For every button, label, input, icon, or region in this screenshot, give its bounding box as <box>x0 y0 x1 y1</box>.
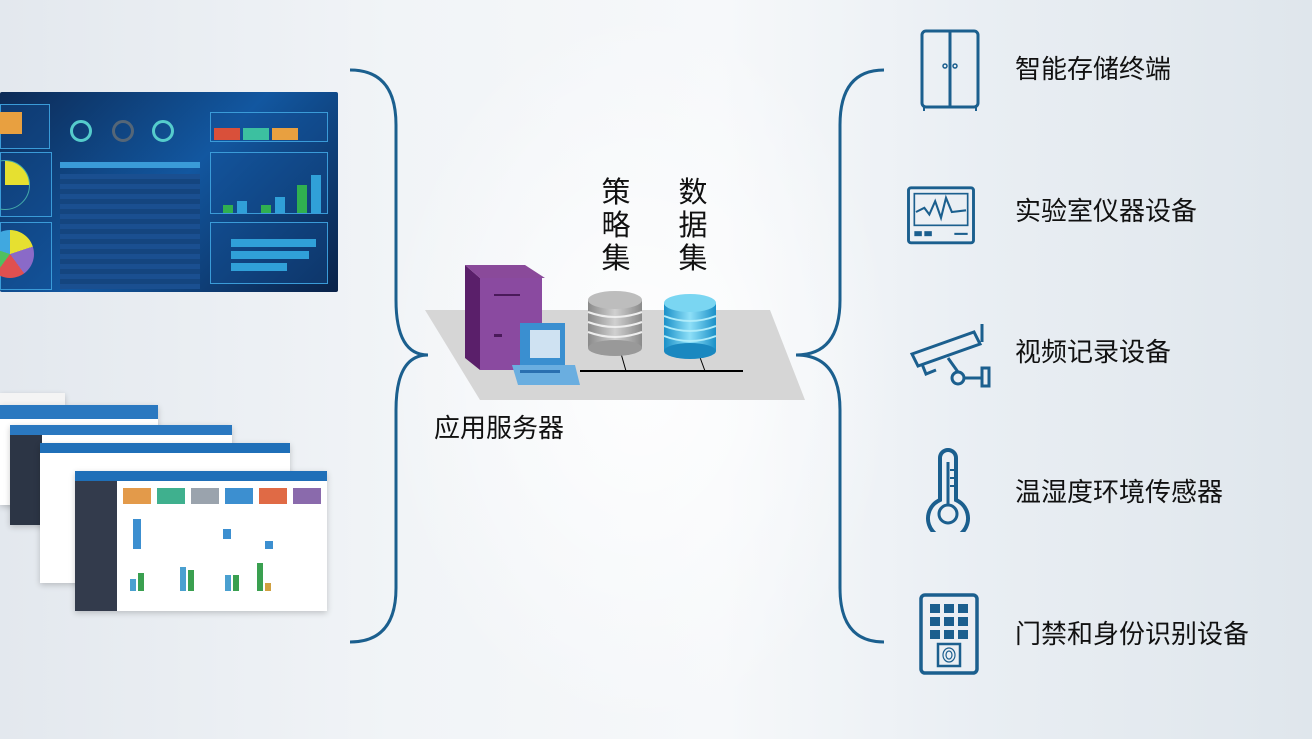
cabinet-icon <box>920 29 980 111</box>
right-brace <box>795 68 885 644</box>
policy-database-icon <box>587 291 643 356</box>
monitor-waveform-icon <box>907 186 975 245</box>
device-label-access-control: 门禁和身份识别设备 <box>1015 620 1250 650</box>
left-brace <box>349 68 429 644</box>
device-label-video: 视频记录设备 <box>1015 338 1172 368</box>
dashboard-screenshot <box>0 92 338 292</box>
device-label-storage: 智能存储终端 <box>1015 55 1172 85</box>
software-screenshots <box>0 393 330 643</box>
data-set-label: 数据集 <box>678 175 708 275</box>
thermometer-icon <box>926 448 970 532</box>
server-label: 应用服务器 <box>434 414 565 444</box>
device-label-sensor: 温湿度环境传感器 <box>1015 478 1224 508</box>
policy-set-label: 策略集 <box>601 175 631 275</box>
device-label-lab-instrument: 实验室仪器设备 <box>1015 197 1198 227</box>
cctv-camera-icon <box>909 324 991 388</box>
server-diagram <box>425 265 805 400</box>
workstation-icon <box>512 323 580 385</box>
keypad-fingerprint-icon <box>919 593 979 675</box>
data-database-icon <box>663 294 717 359</box>
